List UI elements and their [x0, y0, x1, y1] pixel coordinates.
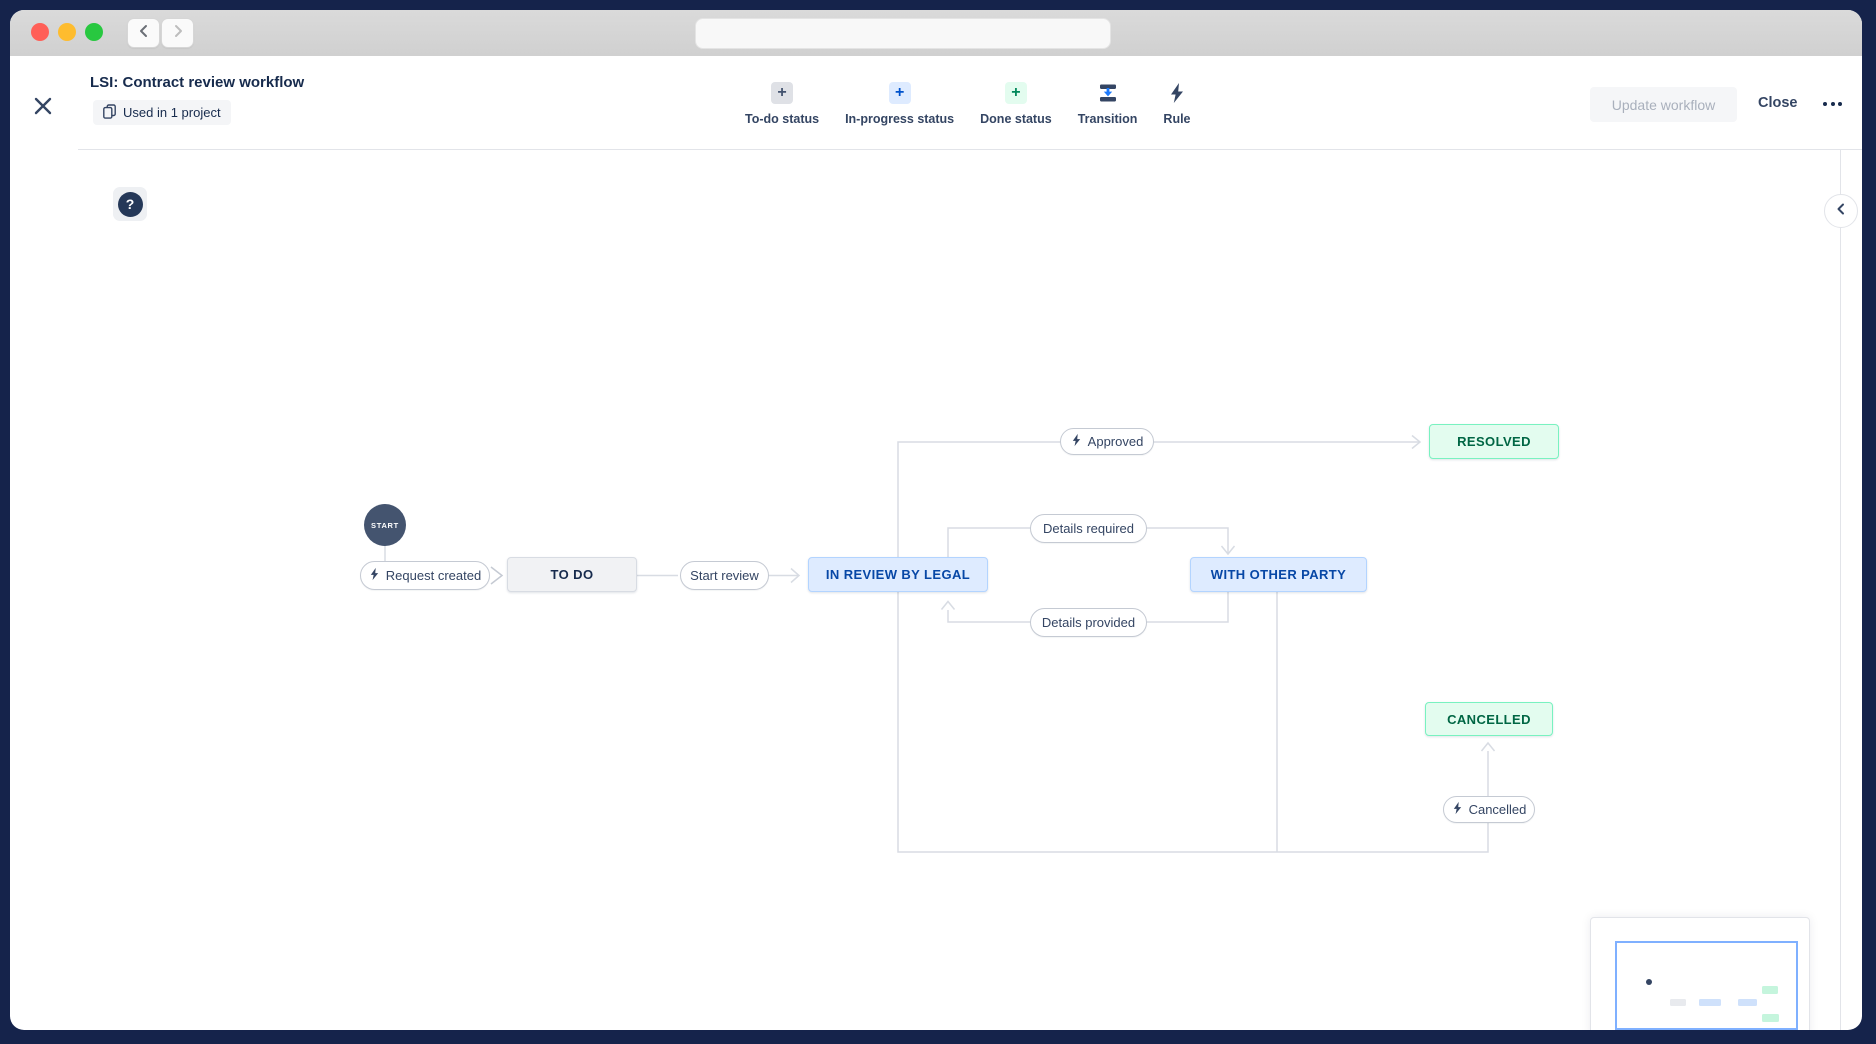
transition-details-required[interactable]: Details required: [1030, 514, 1147, 543]
transition-approved[interactable]: Approved: [1060, 428, 1154, 455]
transition-label: Request created: [385, 568, 482, 583]
dot: [1830, 102, 1835, 106]
close-editor-button[interactable]: [30, 95, 56, 121]
palette-item-label: To-do status: [745, 112, 820, 126]
minimap-viewport[interactable]: [1615, 941, 1798, 1030]
minimap-in-review-node: [1699, 999, 1721, 1006]
minimap-panel: [1590, 917, 1810, 1030]
palette-item-label: Done status: [980, 112, 1052, 126]
transition-label: Details provided: [1041, 615, 1136, 630]
status-to-do[interactable]: TO DO: [507, 557, 637, 592]
address-bar[interactable]: [695, 18, 1111, 49]
zoom-window-button[interactable]: [85, 23, 103, 41]
chevron-left-icon: [1836, 202, 1846, 220]
chevron-left-icon: [138, 24, 150, 43]
palette-item-label: In-progress status: [845, 112, 955, 126]
status-in-review-by-legal[interactable]: IN REVIEW BY LEGAL: [808, 557, 988, 592]
dot: [1823, 102, 1827, 106]
page-title: LSI: Contract review workflow: [90, 74, 305, 91]
minimap-with-other-party-node: [1738, 999, 1757, 1006]
plus-icon-gray: +: [771, 82, 794, 104]
copy-icon: [103, 103, 116, 122]
browser-window: LSI: Contract review workflow Used in 1 …: [10, 10, 1862, 1030]
transition-request-created[interactable]: Request created: [360, 561, 490, 590]
transition-start-review[interactable]: Start review: [680, 561, 769, 590]
forward-button[interactable]: [161, 18, 194, 48]
help-button[interactable]: ?: [113, 187, 147, 221]
minimap-cancelled-node: [1762, 1014, 1779, 1022]
update-workflow-button[interactable]: Update workflow: [1590, 87, 1737, 122]
status-with-other-party[interactable]: WITH OTHER PARTY: [1190, 557, 1367, 592]
transition-label: Details required: [1042, 521, 1135, 536]
question-mark-icon: ?: [117, 191, 143, 217]
usage-badge-label: Used in 1 project: [123, 105, 221, 120]
status-resolved[interactable]: RESOLVED: [1429, 424, 1559, 459]
palette-item-todo-status[interactable]: + To-do status: [745, 82, 819, 126]
palette-item-rule[interactable]: Rule: [1163, 82, 1191, 126]
close-button[interactable]: Close: [1758, 95, 1798, 111]
status-cancelled[interactable]: CANCELLED: [1425, 702, 1553, 736]
transition-cancelled[interactable]: Cancelled: [1443, 796, 1535, 823]
minimap-todo-node: [1670, 999, 1686, 1006]
panel-collapse-button[interactable]: [1824, 194, 1858, 228]
header-divider: [78, 149, 1862, 150]
palette-item-done-status[interactable]: + Done status: [980, 82, 1052, 126]
start-node[interactable]: START: [364, 504, 406, 546]
lightning-icon: [1071, 433, 1082, 450]
close-icon: [32, 95, 54, 122]
minimap-resolved-node: [1762, 986, 1778, 994]
transition-label: Cancelled: [1468, 802, 1527, 817]
lightning-icon: [369, 567, 380, 584]
workflow-edges: [384, 434, 1496, 853]
plus-icon-green: +: [1004, 82, 1027, 104]
dot: [1838, 102, 1842, 106]
palette-toolbar: + To-do status + In-progress status + Do…: [745, 82, 1191, 126]
transition-label: Approved: [1087, 434, 1144, 449]
traffic-lights: [31, 23, 103, 41]
palette-item-transition[interactable]: Transition: [1077, 82, 1138, 126]
usage-badge: Used in 1 project: [93, 100, 231, 125]
plus-icon-blue: +: [888, 82, 911, 104]
workflow-editor-header: LSI: Contract review workflow Used in 1 …: [10, 56, 1862, 150]
transition-details-provided[interactable]: Details provided: [1030, 608, 1147, 637]
transition-label: Start review: [690, 568, 759, 583]
palette-item-inprogress-status[interactable]: + In-progress status: [845, 82, 954, 126]
transition-icon: [1097, 82, 1119, 104]
more-menu-button[interactable]: [1823, 102, 1842, 106]
minimize-window-button[interactable]: [58, 23, 76, 41]
lightning-icon: [1452, 801, 1463, 818]
minimap-start-node: [1646, 979, 1652, 985]
browser-titlebar: [10, 10, 1862, 57]
chevron-right-icon: [172, 24, 184, 43]
close-window-button[interactable]: [31, 23, 49, 41]
palette-item-label: Rule: [1163, 112, 1191, 126]
palette-item-label: Transition: [1077, 112, 1138, 126]
right-panel-divider: [1840, 150, 1841, 1030]
back-button[interactable]: [127, 18, 160, 48]
lightning-icon: [1166, 82, 1188, 104]
